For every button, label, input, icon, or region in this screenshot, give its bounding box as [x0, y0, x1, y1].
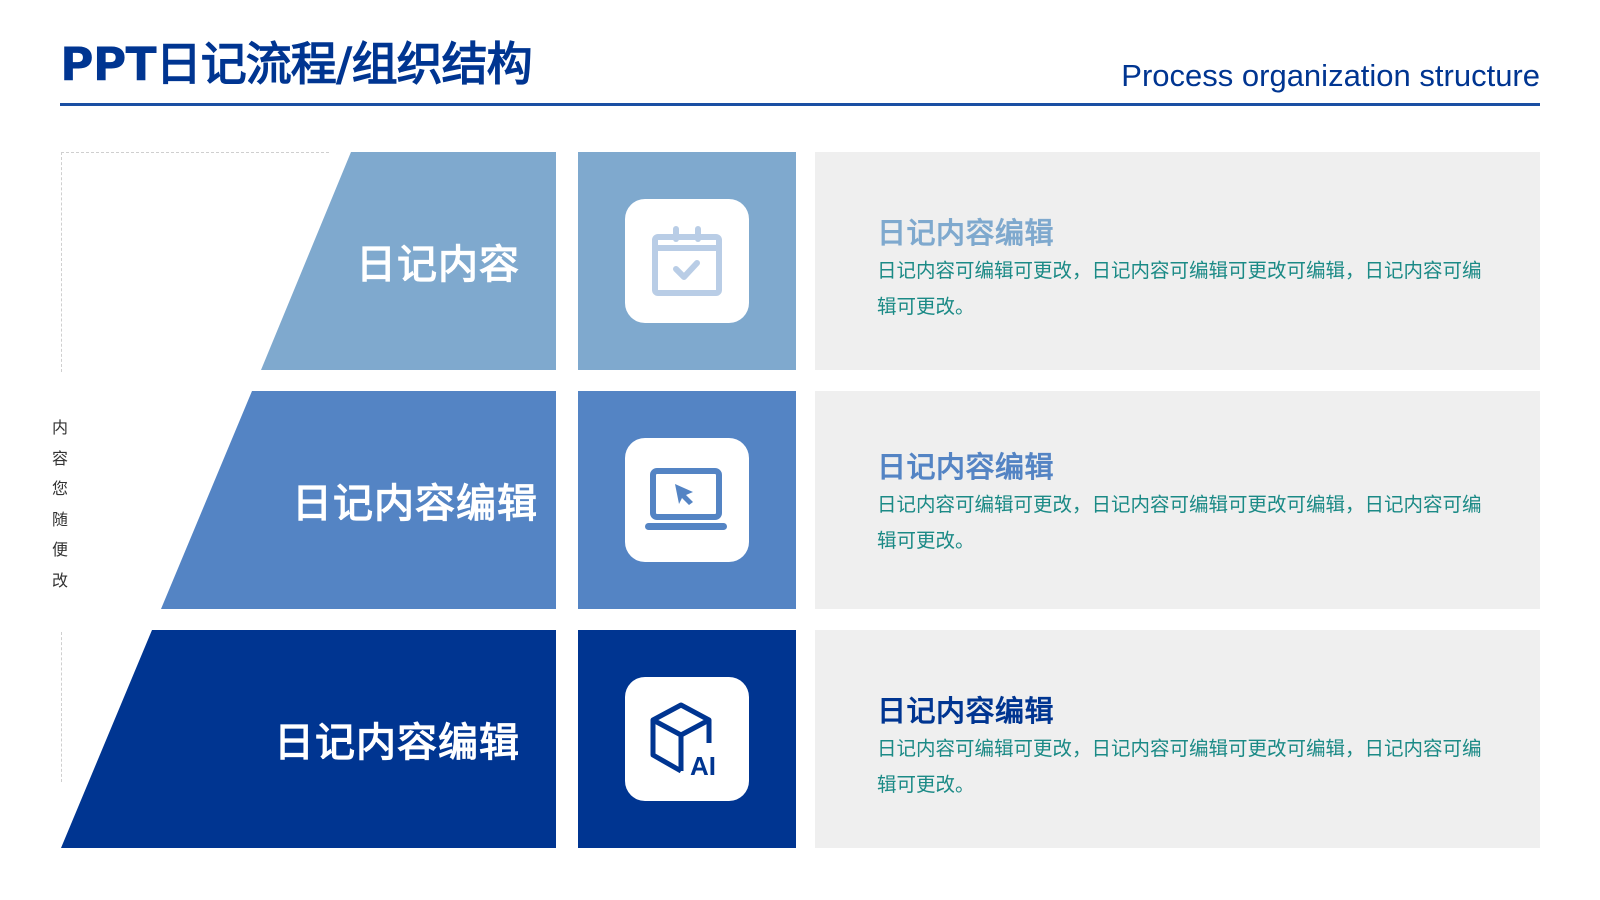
- step-label-3: 日记内容编辑: [274, 720, 520, 766]
- step-banner-3: 日记内容编辑: [0, 630, 556, 848]
- process-row-2: 日记内容编辑 日记内容编辑 日记内容可编辑可更改，日记内容可编辑可更改可编辑，日…: [0, 391, 1600, 609]
- header-divider: [60, 103, 1540, 106]
- panel-heading-3: 日记内容编辑: [877, 694, 1055, 728]
- page-subtitle: Process organization structure: [1121, 58, 1540, 93]
- panel-body-1: 日记内容可编辑可更改，日记内容可编辑可更改可编辑，日记内容可编辑可更改。: [877, 259, 1482, 318]
- icon-block-2: [578, 391, 796, 609]
- dashed-frame-left-lower: [61, 632, 62, 782]
- page-title: PPT日记流程/组织结构: [60, 37, 533, 91]
- process-row-3: 日记内容编辑 AI 日记内容编辑 日记内容可编辑可更改，日记内容可编辑可更改可编…: [0, 630, 1600, 848]
- calendar-check-icon: [652, 226, 722, 296]
- side-vertical-label: 内容您随便改: [51, 418, 68, 590]
- trapezoid-shape: [161, 391, 556, 609]
- svg-text:AI: AI: [690, 751, 716, 779]
- step-label-2: 日记内容编辑: [292, 481, 538, 527]
- panel-heading-1: 日记内容编辑: [877, 216, 1055, 250]
- panel-body-2: 日记内容可编辑可更改，日记内容可编辑可更改可编辑，日记内容可编辑可更改。: [877, 493, 1482, 552]
- description-panel-2: 日记内容编辑 日记内容可编辑可更改，日记内容可编辑可更改可编辑，日记内容可编辑可…: [815, 391, 1540, 609]
- panel-heading-2: 日记内容编辑: [877, 450, 1055, 484]
- icon-block-3: AI: [578, 630, 796, 848]
- process-row-1: 日记内容 日记内容编辑 日记内容可编辑可更改，日记内容可编辑可更改可编辑，日记内…: [0, 152, 1600, 370]
- description-panel-1: 日记内容编辑 日记内容可编辑可更改，日记内容可编辑可更改可编辑，日记内容可编辑可…: [815, 152, 1540, 370]
- cube-ai-icon: AI: [650, 702, 716, 779]
- icon-block-1: [578, 152, 796, 370]
- icon-tile-2: [625, 438, 749, 562]
- laptop-cursor-icon: [645, 468, 727, 530]
- step-banner-1: 日记内容: [0, 152, 556, 370]
- dashed-frame-top: [61, 152, 329, 153]
- trapezoid-shape: [261, 152, 556, 370]
- icon-tile-1: [625, 199, 749, 323]
- step-label-1: 日记内容: [356, 242, 520, 288]
- trapezoid-shape: [61, 630, 556, 848]
- dashed-frame-left-upper: [61, 152, 62, 372]
- panel-body-3: 日记内容可编辑可更改，日记内容可编辑可更改可编辑，日记内容可编辑可更改。: [877, 737, 1482, 796]
- step-banner-2: 日记内容编辑: [0, 391, 556, 609]
- description-panel-3: 日记内容编辑 日记内容可编辑可更改，日记内容可编辑可更改可编辑，日记内容可编辑可…: [815, 630, 1540, 848]
- icon-tile-3: AI: [625, 677, 749, 801]
